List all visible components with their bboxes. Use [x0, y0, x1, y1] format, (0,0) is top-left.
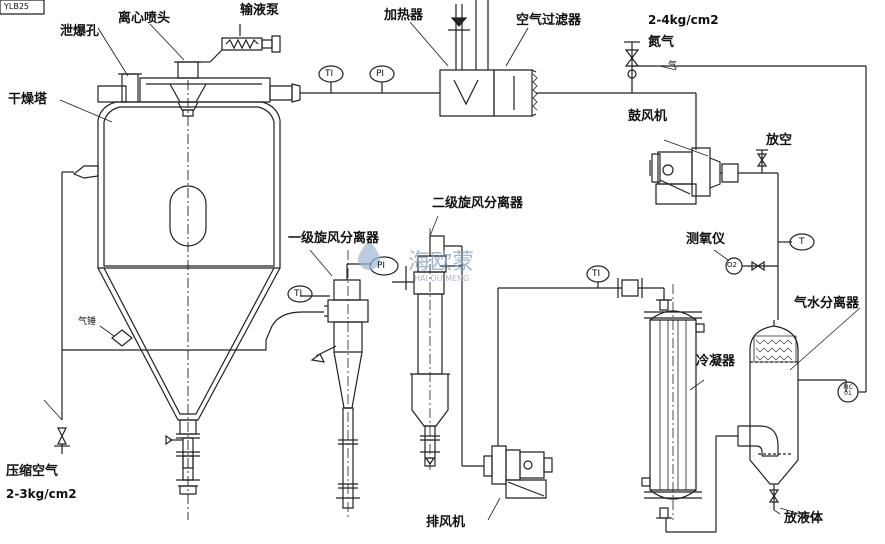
label-centrifugal-nozzle: 离心喷头: [118, 11, 171, 26]
label-exhaust-fan: 排风机: [426, 515, 466, 530]
label-compressed-air-pressure: 2-3kg/cm2: [6, 487, 77, 501]
pic-instrument: [838, 382, 866, 402]
nitrogen-line: [624, 42, 866, 392]
label-condenser: 冷凝器: [696, 354, 736, 369]
label-air-hammer: 气锤: [78, 317, 97, 327]
watermark-name: 海欧蒙: [408, 250, 475, 275]
exhaust-stack: [476, 0, 488, 70]
blower: [650, 140, 778, 204]
watermark-pinyin: HAI OU MENG: [414, 274, 470, 283]
feed-pump: [198, 24, 280, 62]
drying-tower: [98, 80, 280, 520]
label-air-filter: 空气过滤器: [516, 13, 582, 28]
label-blower: 鼓风机: [628, 109, 668, 124]
instrument-ti-3: TI: [592, 269, 601, 279]
label-heater: 加热器: [384, 8, 424, 23]
instrument-pi-1: PI: [376, 69, 385, 79]
label-nitrogen: 氮气: [648, 35, 675, 50]
label-drying-tower: 干燥塔: [8, 92, 48, 107]
label-primary-cyclone: 一级旋风分离器: [288, 231, 380, 246]
label-secondary-cyclone: 二级旋风分离器: [432, 196, 524, 211]
secondary-cyclone: [392, 216, 462, 470]
droplet-icon: [357, 240, 381, 270]
recycle-gas-line: [746, 173, 792, 320]
label-vent: 放空: [766, 133, 793, 148]
misc-leaders: [44, 308, 860, 520]
instrument-o2: O2: [727, 261, 737, 269]
primary-cyclone: [240, 250, 372, 520]
instrument-ti-1: TI: [325, 69, 334, 79]
label-oxygen-analyzer: 测氧仪: [686, 232, 726, 247]
watermark-logo: [354, 238, 384, 272]
label-nitrogen-pressure: 2-4kg/cm2: [648, 13, 719, 27]
corner-code: YLB25: [4, 2, 30, 11]
condenser: [604, 278, 738, 532]
oxygen-analyzer: [714, 250, 746, 274]
exhaust-fan: [440, 266, 604, 520]
label-gas-water-separator: 气水分离器: [794, 296, 860, 311]
air-filter: [494, 70, 696, 150]
label-gas-small: 气: [668, 61, 678, 71]
instrument-t-1: T: [799, 237, 805, 247]
instrument-ti-2: TI: [294, 289, 303, 299]
heater: [440, 4, 494, 116]
tower-outlet-duct: [54, 166, 240, 454]
label-feed-pump: 输液泵: [240, 3, 280, 18]
label-compressed-air: 压缩空气: [6, 464, 59, 479]
label-drain-liquid: 放液体: [784, 511, 824, 526]
instrument-pic: PIC 01: [843, 384, 853, 397]
corner-title-block: [0, 0, 44, 14]
vent-valve: [756, 150, 768, 173]
leader-lines-top: [60, 22, 528, 122]
gas-water-separator: [738, 320, 846, 514]
instrument-pi-2: PI: [377, 261, 386, 271]
label-explosion-hole: 泄爆孔: [60, 24, 100, 39]
tower-top-assembly: [98, 62, 440, 116]
instrument-bubbles: [288, 66, 814, 302]
